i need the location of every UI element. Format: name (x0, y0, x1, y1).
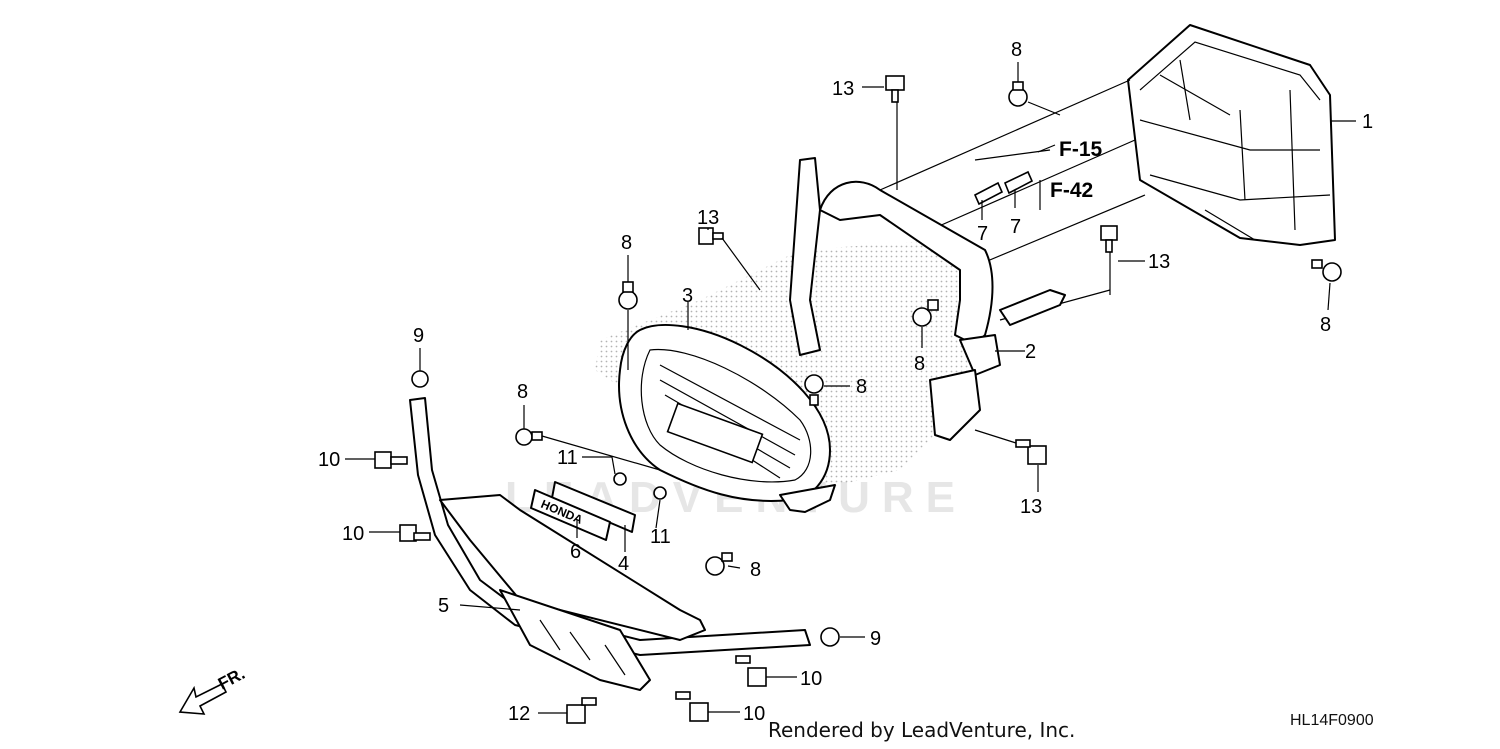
ref-f42: F-42 (1050, 179, 1093, 202)
bolt-13-right (1100, 225, 1118, 253)
callout-8c: 8 (517, 381, 528, 403)
callout-5: 5 (438, 595, 449, 617)
nut-9-left (411, 370, 429, 388)
callout-2: 2 (1025, 341, 1036, 363)
bolt-13-top (885, 75, 905, 103)
callout-4: 4 (618, 553, 629, 575)
callout-10d: 10 (743, 703, 765, 725)
callout-10c: 10 (800, 668, 822, 690)
callout-13a: 13 (832, 78, 854, 100)
part-5-front-bumper[interactable] (409, 397, 811, 691)
nut-9-right (820, 627, 840, 647)
callout-10a: 10 (318, 449, 340, 471)
callout-11b: 11 (650, 526, 671, 548)
bolt-10-c (735, 655, 767, 687)
bolt-12 (566, 697, 597, 724)
bolt-10-d (675, 691, 709, 722)
callout-7b: 7 (1010, 216, 1021, 238)
callout-9a: 9 (413, 325, 424, 347)
callout-8g: 8 (750, 559, 761, 581)
leader-lines (345, 62, 1356, 714)
clip-8-grille-left (515, 428, 543, 446)
front-direction-arrow: FR. (178, 664, 248, 715)
bolt-10-a (374, 451, 408, 469)
callout-8d: 8 (856, 376, 867, 398)
arrow-icon (178, 682, 228, 715)
callout-8a: 8 (1011, 39, 1022, 61)
ref-f15: F-15 (1059, 138, 1103, 161)
screw-11-b (653, 486, 667, 500)
part-3-grille-frame[interactable] (618, 324, 836, 513)
callout-13b: 13 (697, 207, 719, 229)
callout-9b: 9 (870, 628, 881, 650)
clip-8-grille-right (804, 374, 824, 406)
callout-3: 3 (682, 285, 693, 307)
reference-labels: F-15 F-42 (1037, 138, 1103, 202)
clip-8-frame (912, 299, 939, 327)
clip-8-top (1008, 81, 1028, 107)
callout-13d: 13 (1020, 496, 1042, 518)
callout-6: 6 (570, 541, 581, 563)
callout-8f: 8 (1320, 314, 1331, 336)
part-1-housing[interactable] (1127, 24, 1336, 246)
part-7-grommets[interactable] (973, 170, 1034, 206)
callout-8e: 8 (914, 353, 925, 375)
part-2-front-frame[interactable] (789, 157, 1066, 441)
clip-8-left-upper (618, 281, 638, 310)
clip-8-bottom (705, 552, 733, 576)
callout-8b: 8 (621, 232, 632, 254)
clip-8-right (1311, 259, 1342, 282)
part-4-emblem-plate[interactable] (551, 481, 636, 533)
screw-11-a (613, 472, 627, 486)
callout-1: 1 (1362, 111, 1373, 133)
footer-credit: Rendered by LeadVenture, Inc. (768, 718, 1076, 742)
callout-7a: 7 (977, 223, 988, 245)
bolt-13-upper-left (698, 227, 724, 245)
callout-11a: 11 (557, 447, 578, 469)
callout-12: 12 (508, 703, 530, 725)
callouts: 1 2 3 4 5 6 7 7 8 8 8 8 8 8 8 9 9 10 10 … (318, 39, 1373, 725)
bolt-13-lower (1015, 439, 1047, 465)
callout-10b: 10 (342, 523, 364, 545)
diagram-code: HL14F0900 (1290, 712, 1374, 729)
bolt-10-b (399, 524, 431, 542)
callout-13c: 13 (1148, 251, 1170, 273)
